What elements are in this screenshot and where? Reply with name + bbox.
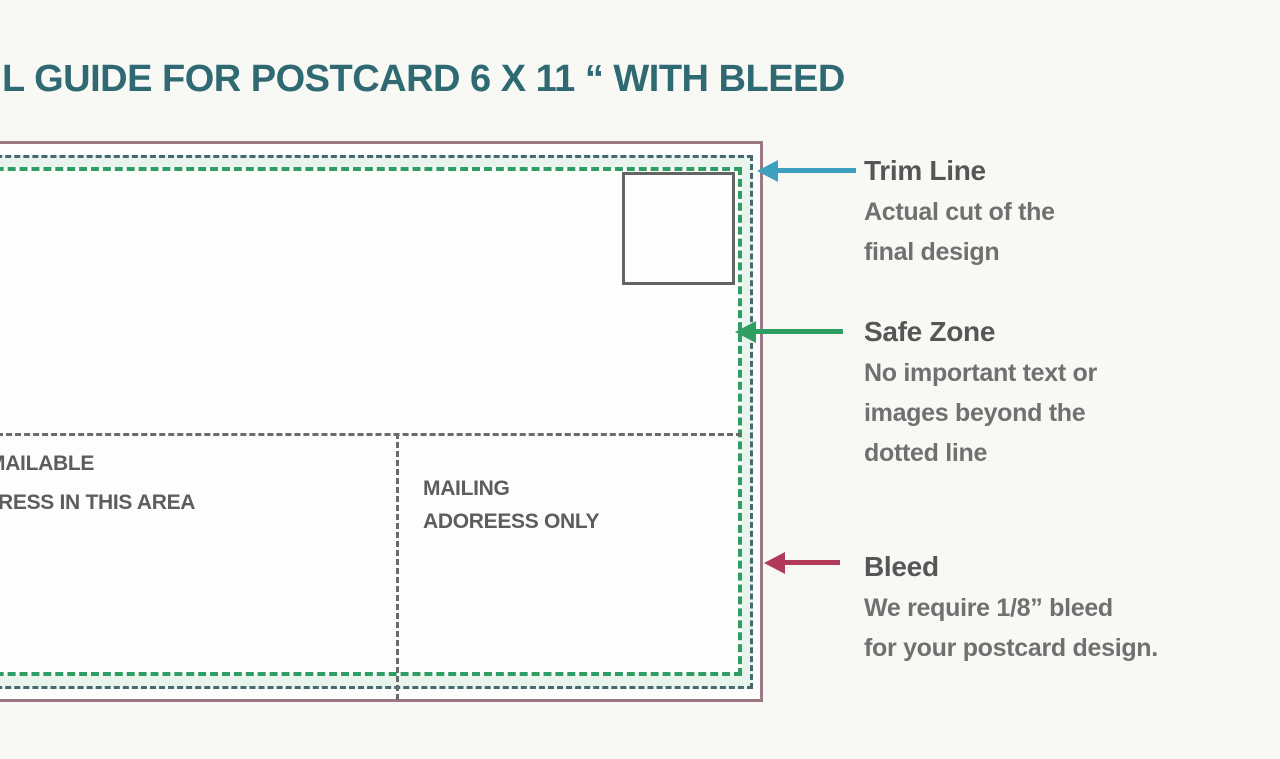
left-area-text-line1: MAILABLE: [0, 452, 95, 475]
safe-zone-rect: [0, 167, 742, 676]
arrow-shaft: [782, 560, 840, 565]
safe-zone-legend-title: Safe Zone: [864, 316, 996, 347]
mailing-area-text-line1: MAILING: [423, 477, 510, 500]
arrow-shaft: [775, 168, 856, 173]
mailing-area-text-line2: ADOREESS ONLY: [423, 510, 600, 533]
trim-line-legend: Trim Line Actual cut of the final design: [864, 155, 1244, 272]
bleed-arrow-icon: [764, 552, 840, 574]
stamp-box: [622, 172, 735, 285]
trim-line-legend-line: Actual cut of the: [864, 198, 1055, 226]
safe-zone-legend-line: dotted line: [864, 439, 988, 467]
safe-zone-legend-body: No important text or images beyond the d…: [864, 353, 1244, 473]
trim-line-arrow-icon: [757, 160, 856, 182]
bleed-legend-line: for your postcard design.: [864, 634, 1158, 662]
arrow-head-icon: [757, 160, 778, 182]
trim-line-legend-body: Actual cut of the final design: [864, 192, 1244, 272]
safe-zone-arrow-icon: [735, 321, 843, 343]
address-area-horizontal-divider: [0, 433, 742, 436]
left-area-text-line2: RESS IN THIS AREA: [0, 491, 196, 514]
arrow-head-icon: [735, 321, 756, 343]
bleed-legend-line: We require 1/8” bleed: [864, 594, 1113, 622]
address-area-vertical-divider: [396, 433, 399, 700]
page-title: L GUIDE FOR POSTCARD 6 X 11 “ WITH BLEED: [2, 58, 845, 100]
arrow-head-icon: [764, 552, 785, 574]
trim-line-legend-title: Trim Line: [864, 155, 986, 186]
safe-zone-legend-line: No important text or: [864, 359, 1097, 387]
bleed-legend-body: We require 1/8” bleed for your postcard …: [864, 588, 1244, 668]
bleed-legend-title: Bleed: [864, 551, 939, 582]
safe-zone-legend-line: images beyond the: [864, 399, 1086, 427]
trim-line-legend-line: final design: [864, 238, 1000, 266]
bleed-legend: Bleed We require 1/8” bleed for your pos…: [864, 551, 1244, 668]
arrow-shaft: [753, 329, 843, 334]
safe-zone-legend: Safe Zone No important text or images be…: [864, 316, 1244, 473]
